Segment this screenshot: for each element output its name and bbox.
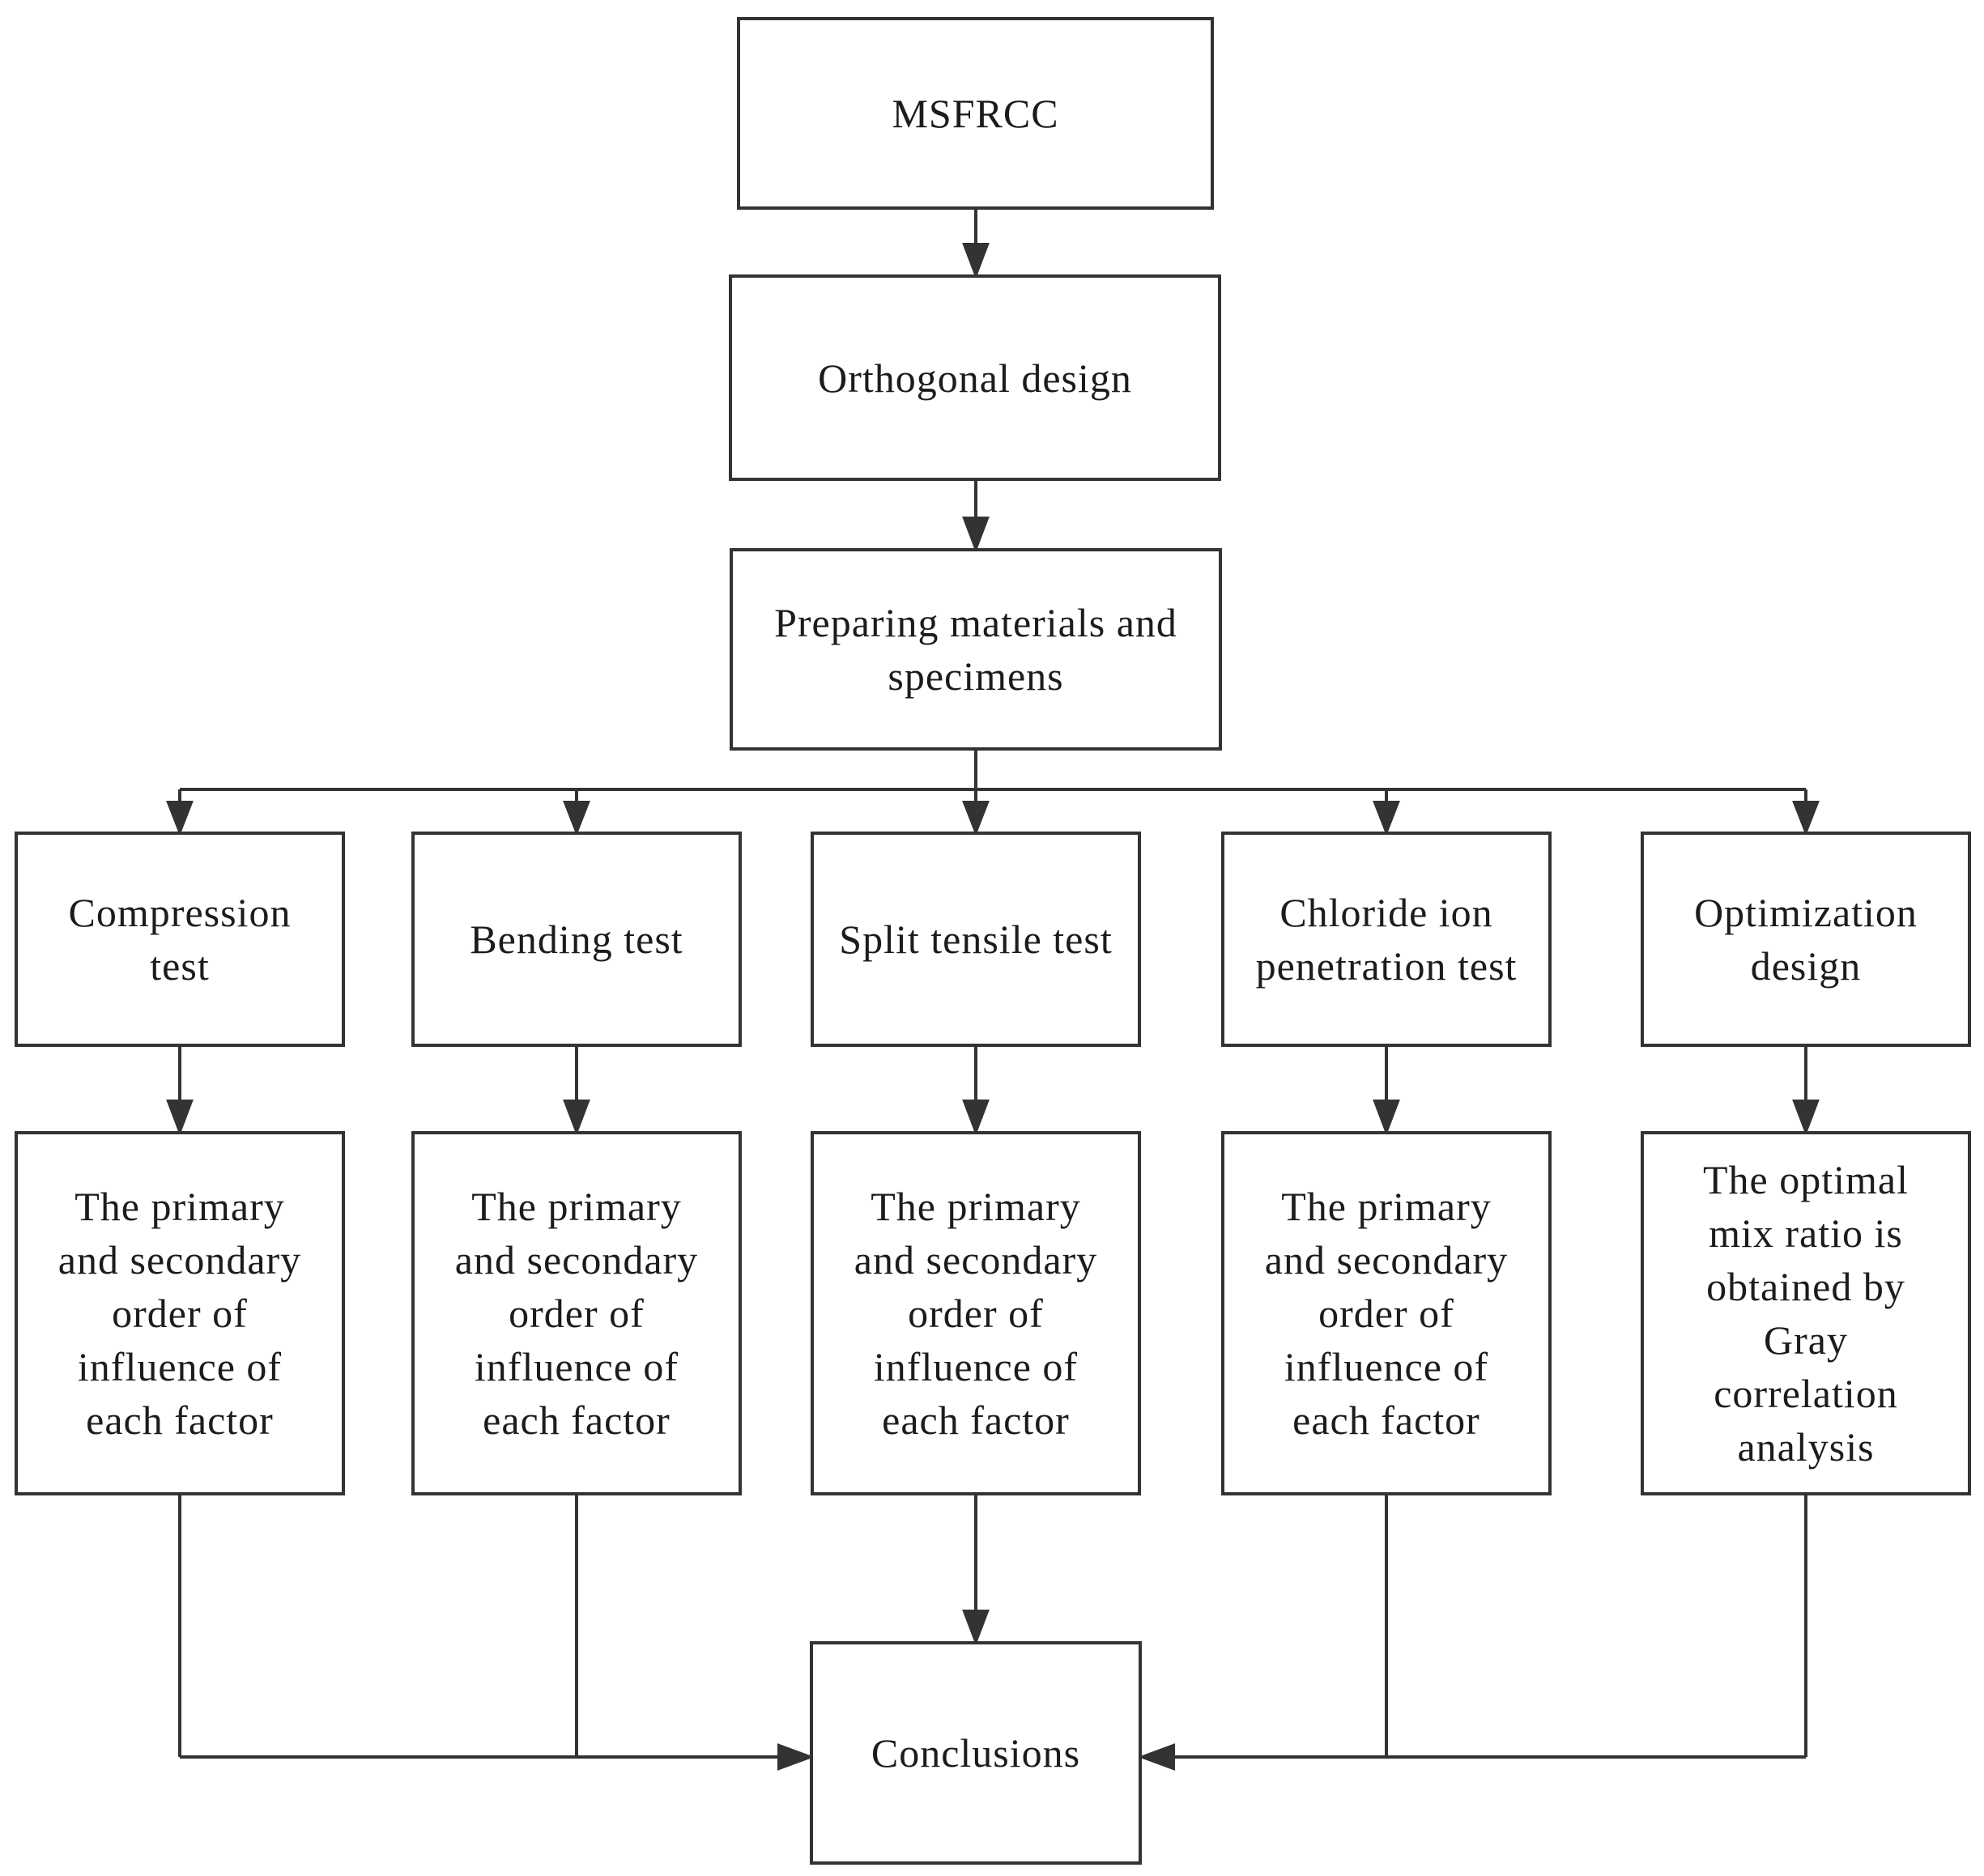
node-label: Conclusions — [871, 1730, 1081, 1776]
edge-preparing-branch — [180, 751, 1806, 791]
node-result-chloride: The primary and secondary order of influ… — [1221, 1131, 1552, 1495]
node-label: Compression test — [68, 890, 292, 989]
arrowhead-down — [563, 801, 590, 836]
edge-branch-bending — [563, 789, 590, 836]
arrowhead-down — [1373, 1100, 1400, 1136]
node-preparing-materials: Preparing materials and specimens — [730, 548, 1222, 751]
edge-chloride-result — [1373, 1047, 1400, 1136]
node-split-tensile-test: Split tensile test — [811, 832, 1141, 1047]
node-result-compression: The primary and secondary order of influ… — [15, 1131, 345, 1495]
edge-msfrcc-orthogonal — [962, 210, 990, 279]
node-msfrcc: MSFRCC — [737, 17, 1214, 210]
node-label: The optimal mix ratio is obtained by Gra… — [1703, 1157, 1909, 1470]
edge-compression-result — [166, 1047, 194, 1136]
node-orthogonal-design: Orthogonal design — [729, 274, 1221, 481]
node-label: Orthogonal design — [818, 355, 1132, 401]
edge-orthogonal-preparing — [962, 481, 990, 553]
edge-branch-chloride — [1373, 789, 1400, 836]
arrowhead-down — [166, 801, 194, 836]
arrowhead-down — [1792, 1100, 1820, 1136]
edge-bending-result — [563, 1047, 590, 1136]
edge-branch-split — [962, 789, 990, 836]
node-result-split: The primary and secondary order of influ… — [811, 1131, 1141, 1495]
arrowhead-left — [1138, 1743, 1175, 1771]
node-label: MSFRCC — [892, 91, 1059, 136]
arrowhead-down — [962, 1610, 990, 1646]
arrowhead-right — [777, 1743, 815, 1771]
arrowhead-down — [962, 1100, 990, 1136]
node-label: The primary and secondary order of influ… — [854, 1184, 1098, 1443]
arrowhead-down — [1373, 801, 1400, 836]
node-label: Chloride ion penetration test — [1255, 890, 1518, 989]
node-chloride-ion-penetration-test: Chloride ion penetration test — [1221, 832, 1552, 1047]
node-label: The primary and secondary order of influ… — [1264, 1184, 1509, 1443]
node-label: The primary and secondary order of influ… — [57, 1184, 302, 1443]
arrowhead-down — [1792, 801, 1820, 836]
node-optimization-design: Optimization design — [1641, 832, 1971, 1047]
node-conclusions: Conclusions — [810, 1641, 1142, 1865]
node-label: Split tensile test — [839, 917, 1113, 962]
arrowhead-down — [962, 801, 990, 836]
node-label: The primary and secondary order of influ… — [454, 1184, 699, 1443]
edge-result-split-conclusions — [962, 1495, 990, 1646]
arrowhead-down — [962, 243, 990, 279]
node-result-optimization: The optimal mix ratio is obtained by Gra… — [1641, 1131, 1971, 1495]
node-compression-test: Compression test — [15, 832, 345, 1047]
arrowhead-down — [563, 1100, 590, 1136]
arrowhead-down — [166, 1100, 194, 1136]
edge-split-result — [962, 1047, 990, 1136]
edge-branch-optimization — [1792, 789, 1820, 836]
edge-left-merge-conclusions — [178, 1495, 815, 1771]
node-label: Optimization design — [1694, 890, 1918, 989]
node-bending-test: Bending test — [411, 832, 742, 1047]
node-result-bending: The primary and secondary order of influ… — [411, 1131, 742, 1495]
edge-optimization-result — [1792, 1047, 1820, 1136]
node-label: Bending test — [470, 917, 683, 962]
node-label: Preparing materials and specimens — [774, 600, 1177, 699]
edge-branch-compression — [166, 789, 194, 836]
arrowhead-down — [962, 517, 990, 553]
edge-right-merge-conclusions — [1138, 1495, 1807, 1771]
